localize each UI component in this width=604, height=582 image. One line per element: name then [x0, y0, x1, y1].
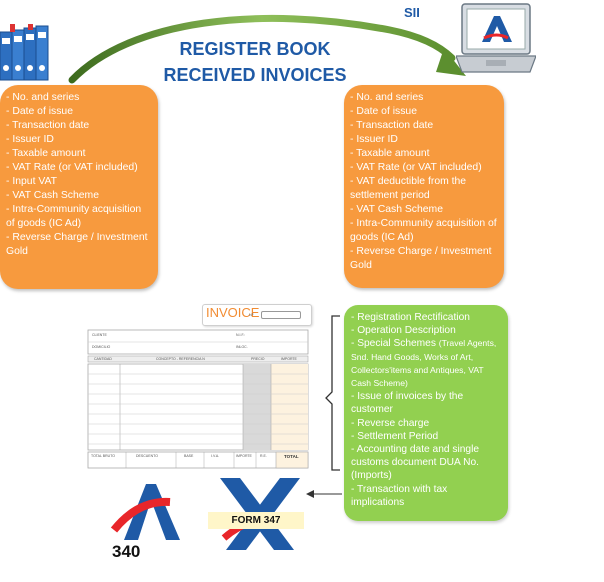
list-item: - Date of issue: [350, 106, 417, 117]
client-label: CLIENTE: [92, 333, 107, 337]
list-item: - Transaction date: [350, 120, 434, 131]
address-label: DOMICILIO: [92, 345, 111, 349]
form-347-label: FORM 347: [208, 512, 304, 529]
invoice-title: INVOICE: [206, 305, 260, 320]
form-340-number: 340: [112, 542, 141, 561]
column-header: CONCEPTO - REFERENCIA N: [156, 357, 205, 361]
register-fields-right-box: - No. and series - Date of issue - Trans…: [344, 85, 504, 288]
list-item: - No. and series: [6, 92, 80, 103]
footer-label: R.E.: [260, 454, 267, 458]
footer-label: TOTAL: [284, 454, 299, 459]
list-item: - No. and series: [350, 92, 424, 103]
list-item: - Taxable amount: [350, 148, 430, 159]
laptop-icon: [456, 3, 536, 73]
list-item: - Transaction date: [6, 120, 90, 131]
list-item: - Registration Rectification: [351, 312, 470, 323]
list-item: - VAT Rate (or VAT included): [350, 162, 482, 173]
list-item: - Issuer ID: [6, 134, 54, 145]
city-label: INLOC.: [236, 345, 248, 349]
list-item: - Reverse charge: [351, 417, 430, 429]
list-item: - VAT Cash Scheme: [6, 190, 99, 201]
invoice-label-box: [202, 304, 312, 326]
list-item: - Issue of invoices by the customer: [351, 391, 464, 416]
agency-logo-340: [110, 484, 180, 540]
footer-label: BASE: [184, 454, 194, 458]
list-item: - Intra-Community acquisition of goods (…: [350, 218, 497, 243]
list-item: - Intra-Community acquisition of goods (…: [6, 204, 142, 229]
list-item: - Issuer ID: [350, 134, 398, 145]
title-line-1: REGISTER BOOK: [179, 39, 331, 59]
column-header: PRECIO: [251, 357, 265, 361]
footer-label: IMPORTE: [236, 454, 252, 458]
list-item: - Transaction with tax implications: [351, 483, 448, 508]
list-item: - Special Schemes (Travel Agents, Snd. H…: [351, 337, 502, 390]
binders-icon: [0, 24, 49, 81]
list-item: - VAT deductible from the settlement per…: [350, 176, 467, 201]
footer-label: I.V.A.: [211, 454, 220, 458]
footer-label: DESCUENTO: [136, 454, 158, 458]
page-title: REGISTER BOOK RECEIVED INVOICES: [140, 36, 370, 88]
list-item: - Taxable amount: [6, 148, 86, 159]
column-header: CANTIDAD: [94, 357, 112, 361]
list-item: - Settlement Period: [351, 430, 439, 442]
sii-label: SII: [404, 5, 420, 20]
special-schemes-detail: (Travel Agents, Snd. Hand Goods, Works o…: [351, 338, 497, 389]
register-fields-left-box: - No. and series - Date of issue - Trans…: [0, 85, 158, 289]
list-item: - Reverse Charge / Investment Gold: [350, 246, 492, 271]
list-item: - Input VAT: [6, 176, 58, 187]
footer-label: TOTAL BRUTO: [91, 454, 115, 458]
special-schemes-label: - Special Schemes: [351, 338, 436, 350]
additional-fields-green-box: - Registration Rectification - Operation…: [344, 305, 508, 521]
list-item: - Date of issue: [6, 106, 73, 117]
invoice-form-image: INVOICE Nº CLIENTE N.I.F.: DOMICILIO INL…: [86, 300, 312, 472]
invoice-form-lines: [87, 329, 309, 469]
list-item: - Operation Description: [351, 325, 456, 337]
list-item: - VAT Rate (or VAT included): [6, 162, 138, 173]
nif-label: N.I.F.:: [236, 333, 246, 337]
column-header: IMPORTE: [281, 357, 297, 361]
invoice-number-label: Nº: [249, 312, 254, 317]
list-item: - Accounting date and single customs doc…: [351, 444, 479, 482]
title-line-2: RECEIVED INVOICES: [163, 65, 347, 85]
invoice-number-field: [261, 311, 301, 319]
list-item: - Reverse Charge / Investment Gold: [6, 232, 148, 257]
list-item: - VAT Cash Scheme: [350, 204, 443, 215]
